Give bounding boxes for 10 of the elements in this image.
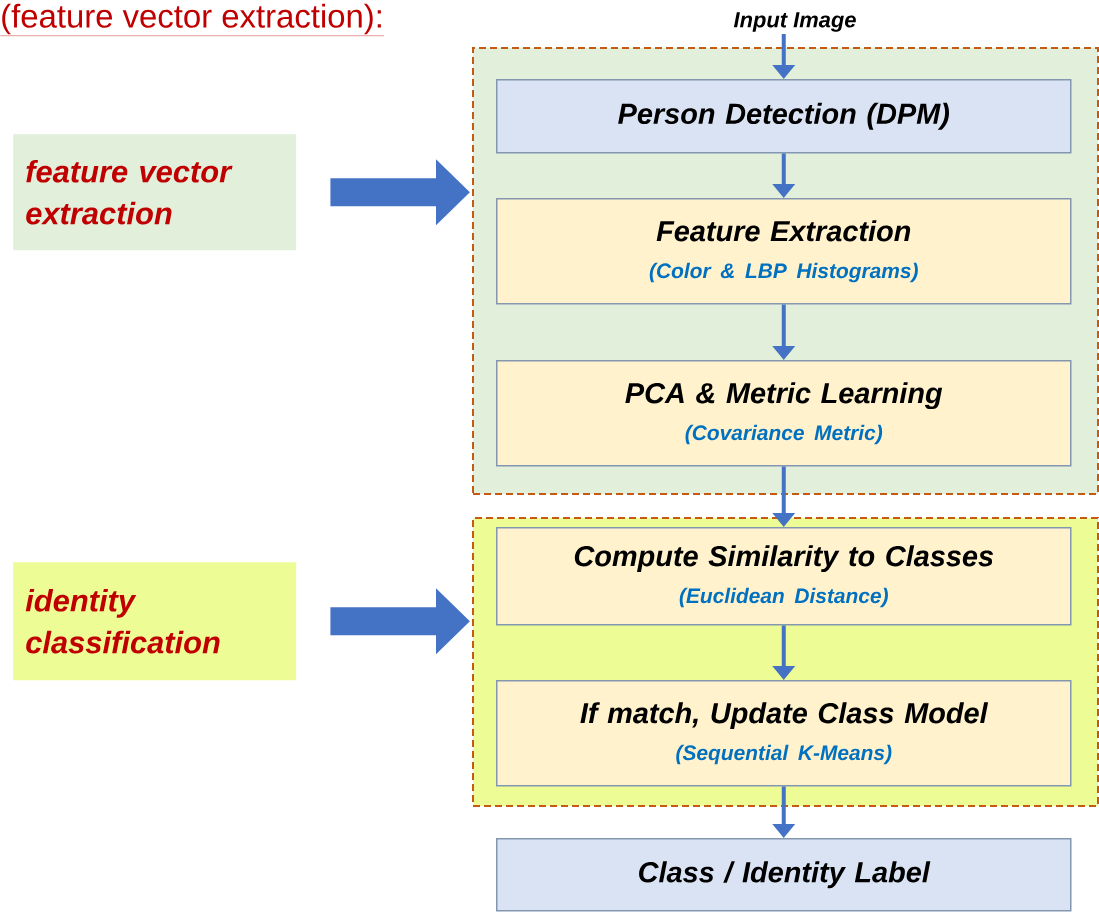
process-box: If match, Update Class Model (Sequential K-Means) <box>496 680 1072 787</box>
input-label: Input Image <box>733 12 856 32</box>
process-box: Class / Identity Label <box>496 838 1072 912</box>
process-box: Person Detection (DPM) <box>496 79 1072 154</box>
process-box: PCA & Metric Learning (Covariance Metric) <box>496 360 1072 467</box>
process-box: Compute Similarity to Classes (Euclidean Distance) <box>496 527 1072 626</box>
stage-label-box: feature vector extraction <box>13 134 297 251</box>
title: (feature vector extraction): <box>0 3 385 36</box>
stage-label-box: identity classification <box>13 562 297 681</box>
process-box: Feature Extraction (Color & LBP Histograms) <box>496 198 1072 305</box>
